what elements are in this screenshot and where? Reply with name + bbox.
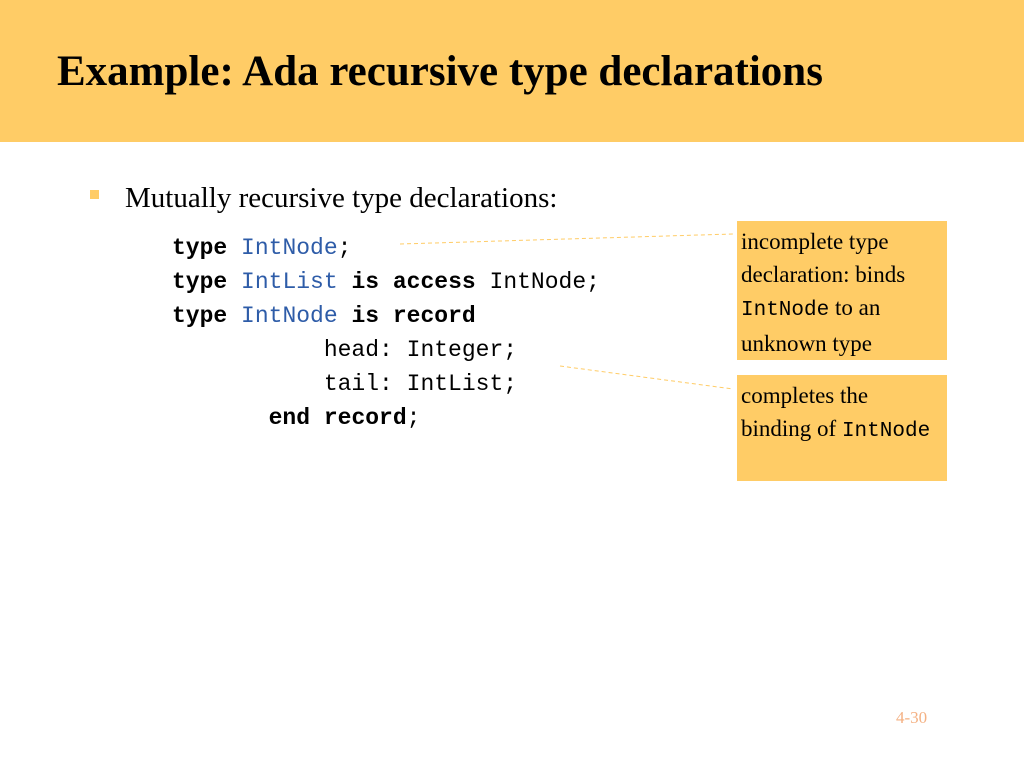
callout-incomplete-declaration: incomplete type declaration: binds IntNo… xyxy=(737,221,947,360)
code-keyword: type xyxy=(172,235,228,261)
code-block: type IntNode; type IntList is access Int… xyxy=(172,231,600,435)
bullet-text: Mutually recursive type declarations: xyxy=(125,182,558,214)
callout-code: IntNode xyxy=(741,299,830,322)
code-text: head: Integer; xyxy=(323,337,518,363)
code-identifier: IntNode xyxy=(241,235,338,261)
code-line: end record; xyxy=(172,401,600,435)
code-keyword: type xyxy=(172,303,228,329)
page-number: 4-30 xyxy=(896,708,928,727)
title-banner: Example: Ada recursive type declarations xyxy=(0,0,1024,142)
code-text: tail: IntList; xyxy=(323,371,518,397)
code-keyword: type xyxy=(172,269,228,295)
code-text: ; xyxy=(406,405,421,431)
code-line: type IntNode; xyxy=(172,231,600,265)
code-identifier: IntNode xyxy=(241,303,338,329)
code-keyword: is record xyxy=(351,303,476,329)
code-text: IntNode; xyxy=(489,269,600,295)
callout-completes-binding: completes the binding of IntNode xyxy=(737,375,947,481)
code-line: type IntNode is record xyxy=(172,299,600,333)
code-identifier: IntList xyxy=(241,269,338,295)
bullet-marker-icon xyxy=(90,190,99,199)
code-keyword: end record xyxy=(268,405,407,431)
callout-code: IntNode xyxy=(841,420,931,443)
code-text: ; xyxy=(337,235,352,261)
callout-text: incomplete type declaration: binds xyxy=(741,229,906,287)
callout-text: completes the binding of xyxy=(741,383,869,441)
code-line: head: Integer; xyxy=(172,333,600,367)
code-line: type IntList is access IntNode; xyxy=(172,265,600,299)
code-keyword: is access xyxy=(351,269,476,295)
code-line: tail: IntList; xyxy=(172,367,600,401)
slide-title: Example: Ada recursive type declarations xyxy=(57,48,823,95)
callout-text: to an unknown type xyxy=(741,295,881,356)
